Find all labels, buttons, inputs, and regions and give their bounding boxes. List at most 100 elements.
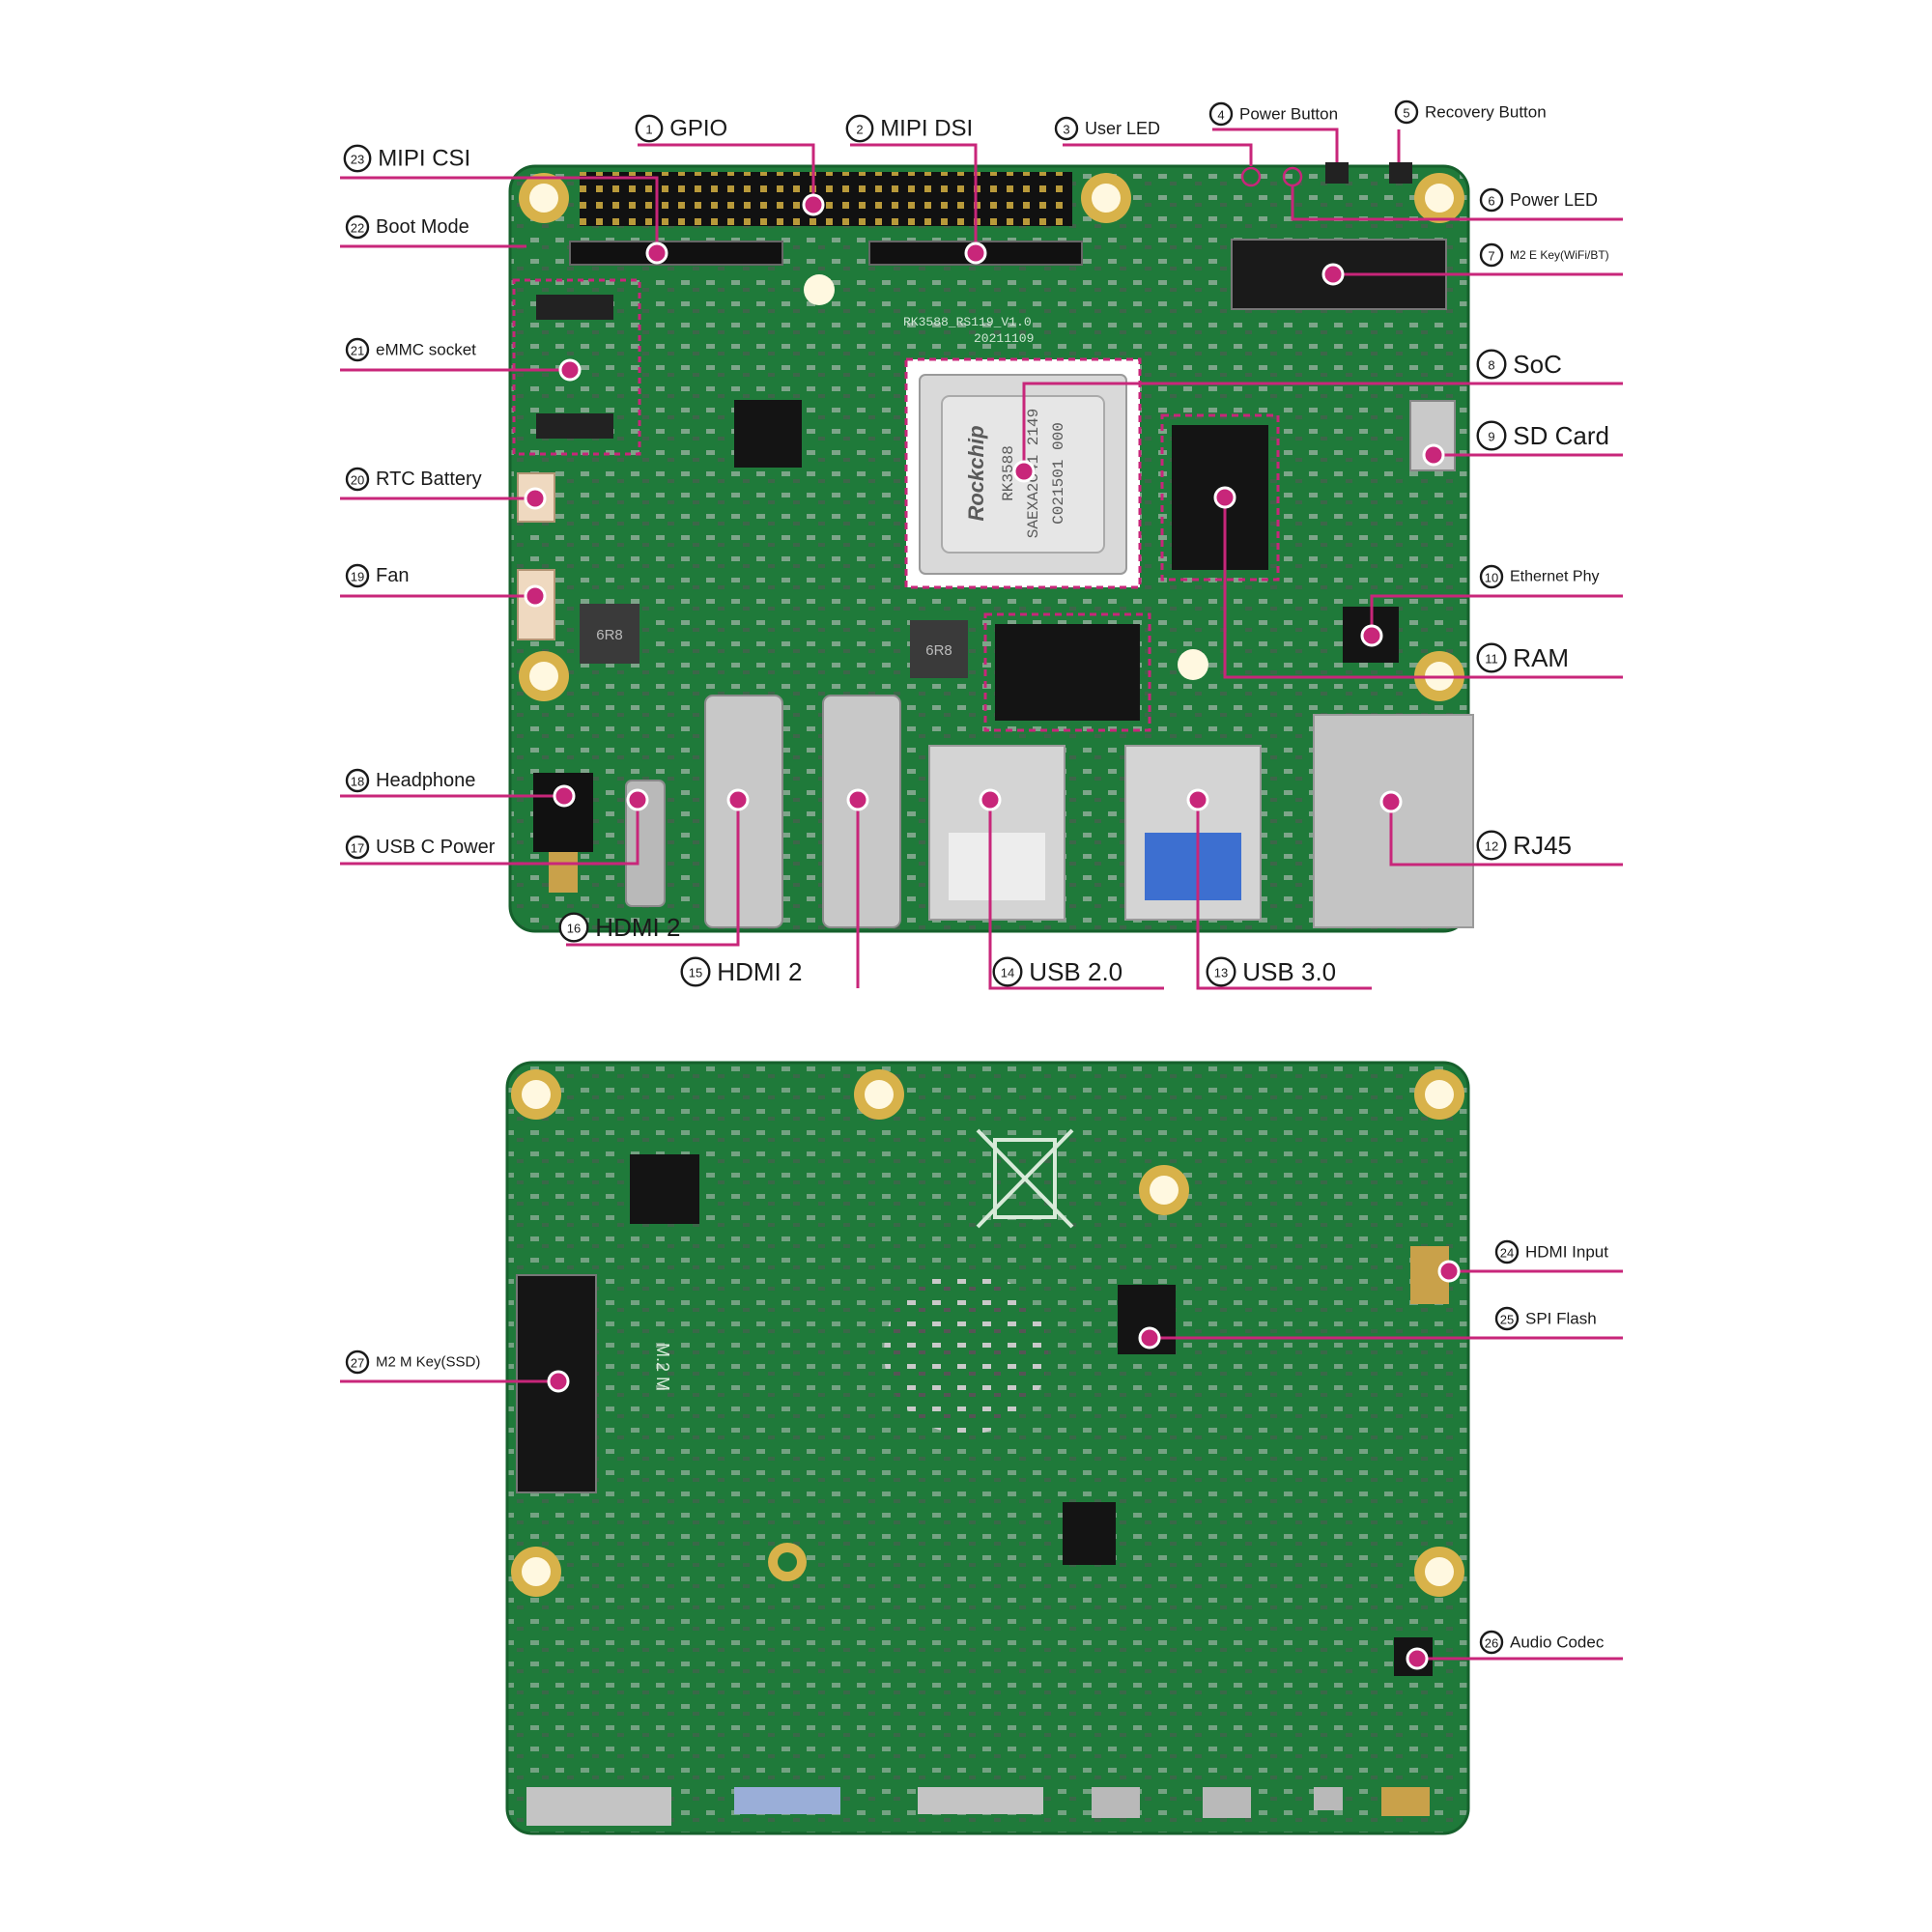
bottom-ic-2 xyxy=(1063,1502,1116,1565)
number-badge-24 xyxy=(1494,1239,1520,1264)
number-text-11: 11 xyxy=(1485,652,1498,667)
number-badge-22 xyxy=(345,214,370,240)
inductor-2 xyxy=(910,620,968,678)
headphone-jack xyxy=(533,773,593,852)
number-badge-2 xyxy=(845,114,874,143)
label-text-23: MIPI CSI xyxy=(378,146,470,172)
label-text-16: HDMI 2 xyxy=(595,913,680,942)
marker-dot-20 xyxy=(524,487,547,510)
number-text-13: 13 xyxy=(1214,966,1228,980)
number-text-2: 2 xyxy=(856,123,863,137)
label-text-20: RTC Battery xyxy=(376,469,482,490)
number-text-24: 24 xyxy=(1500,1246,1514,1261)
number-badge-5 xyxy=(1394,99,1419,125)
silk-board-date: 20211109 xyxy=(974,331,1034,346)
leader-line-10 xyxy=(1370,594,1623,636)
marker-dot-7 xyxy=(1321,263,1345,286)
number-badge-4 xyxy=(1208,101,1234,127)
number-badge-23 xyxy=(343,144,372,173)
number-badge-11 xyxy=(1476,642,1507,673)
leader-line-4 xyxy=(1212,128,1339,162)
number-text-15: 15 xyxy=(689,966,702,980)
marker-dot-9 xyxy=(1422,443,1445,467)
label-text-4: Power Button xyxy=(1239,105,1338,124)
number-badge-10 xyxy=(1479,564,1504,589)
number-badge-16 xyxy=(558,912,589,943)
marker-dot-23 xyxy=(645,242,668,265)
number-badge-15 xyxy=(680,956,711,987)
marker-dot-2 xyxy=(964,242,987,265)
bottom-usb2-edge xyxy=(918,1787,1043,1814)
number-badge-20 xyxy=(345,467,370,492)
soc-line1: RK3588 xyxy=(1000,445,1017,501)
number-badge-3 xyxy=(1054,116,1079,141)
number-text-3: 3 xyxy=(1063,123,1069,137)
pmic-chip xyxy=(734,400,802,468)
number-text-26: 26 xyxy=(1485,1636,1498,1651)
number-text-4: 4 xyxy=(1217,108,1224,123)
inductor-2-marking: 6R8 xyxy=(925,642,952,659)
marker-dot-19 xyxy=(524,584,547,608)
emmc-connector-1 xyxy=(536,295,613,320)
number-badge-26 xyxy=(1479,1630,1504,1655)
label-text-8: SoC xyxy=(1513,350,1562,379)
marker-dot-16 xyxy=(726,788,750,811)
soc-line3: C021501 000 xyxy=(1050,422,1067,525)
label-text-25: SPI Flash xyxy=(1525,1310,1597,1328)
callout-20: 20 RTC Battery xyxy=(340,467,547,510)
bottom-usb3-edge xyxy=(734,1787,840,1814)
via-field xyxy=(884,1270,1048,1435)
leader-line-8 xyxy=(1022,382,1623,471)
number-text-18: 18 xyxy=(351,775,364,789)
marker-dot-1 xyxy=(802,193,825,216)
number-badge-1 xyxy=(635,114,664,143)
bottom-usbc-edge xyxy=(1314,1787,1343,1810)
leader-line-17 xyxy=(340,800,639,866)
bottom-pcb-components xyxy=(507,1063,1468,1833)
label-text-15: HDMI 2 xyxy=(717,957,802,986)
soc-brand: Rockchip xyxy=(964,425,988,521)
bottom-hdmi-edge-2 xyxy=(1203,1787,1251,1818)
leader-line-2 xyxy=(850,143,978,253)
number-badge-9 xyxy=(1476,420,1507,451)
label-text-3: User LED xyxy=(1085,119,1160,138)
marker-dot-12 xyxy=(1379,790,1403,813)
label-text-18: Headphone xyxy=(376,770,475,791)
leader-line-11 xyxy=(1223,497,1623,679)
number-badge-17 xyxy=(345,835,370,860)
label-text-2: MIPI DSI xyxy=(880,116,973,142)
rj45-port xyxy=(1313,714,1474,928)
marker-dot-24 xyxy=(1437,1260,1461,1283)
number-text-20: 20 xyxy=(351,473,364,488)
mipi-csi-connector xyxy=(569,241,783,266)
marker-dot-17 xyxy=(626,788,649,811)
number-text-10: 10 xyxy=(1485,571,1498,585)
number-badge-14 xyxy=(992,956,1023,987)
callout-15: 15 HDMI 2 xyxy=(680,788,869,988)
headphone-jack-barrel xyxy=(549,852,578,893)
label-text-26: Audio Codec xyxy=(1510,1634,1605,1652)
ram-chip-2 xyxy=(995,624,1140,721)
power-button xyxy=(1325,162,1349,184)
emmc-socket-outline xyxy=(512,278,641,456)
marker-dot-27 xyxy=(547,1370,570,1393)
marker-dot-25 xyxy=(1138,1326,1161,1350)
gpio-header xyxy=(580,172,1072,226)
bottom-jack-edge xyxy=(1381,1787,1430,1816)
callout-4: 4 Power Button xyxy=(1208,101,1339,162)
marker-dot-11 xyxy=(1213,486,1236,509)
leader-line-13 xyxy=(1196,800,1372,990)
inductor-1 xyxy=(580,604,639,664)
label-text-6: Power LED xyxy=(1510,190,1598,210)
